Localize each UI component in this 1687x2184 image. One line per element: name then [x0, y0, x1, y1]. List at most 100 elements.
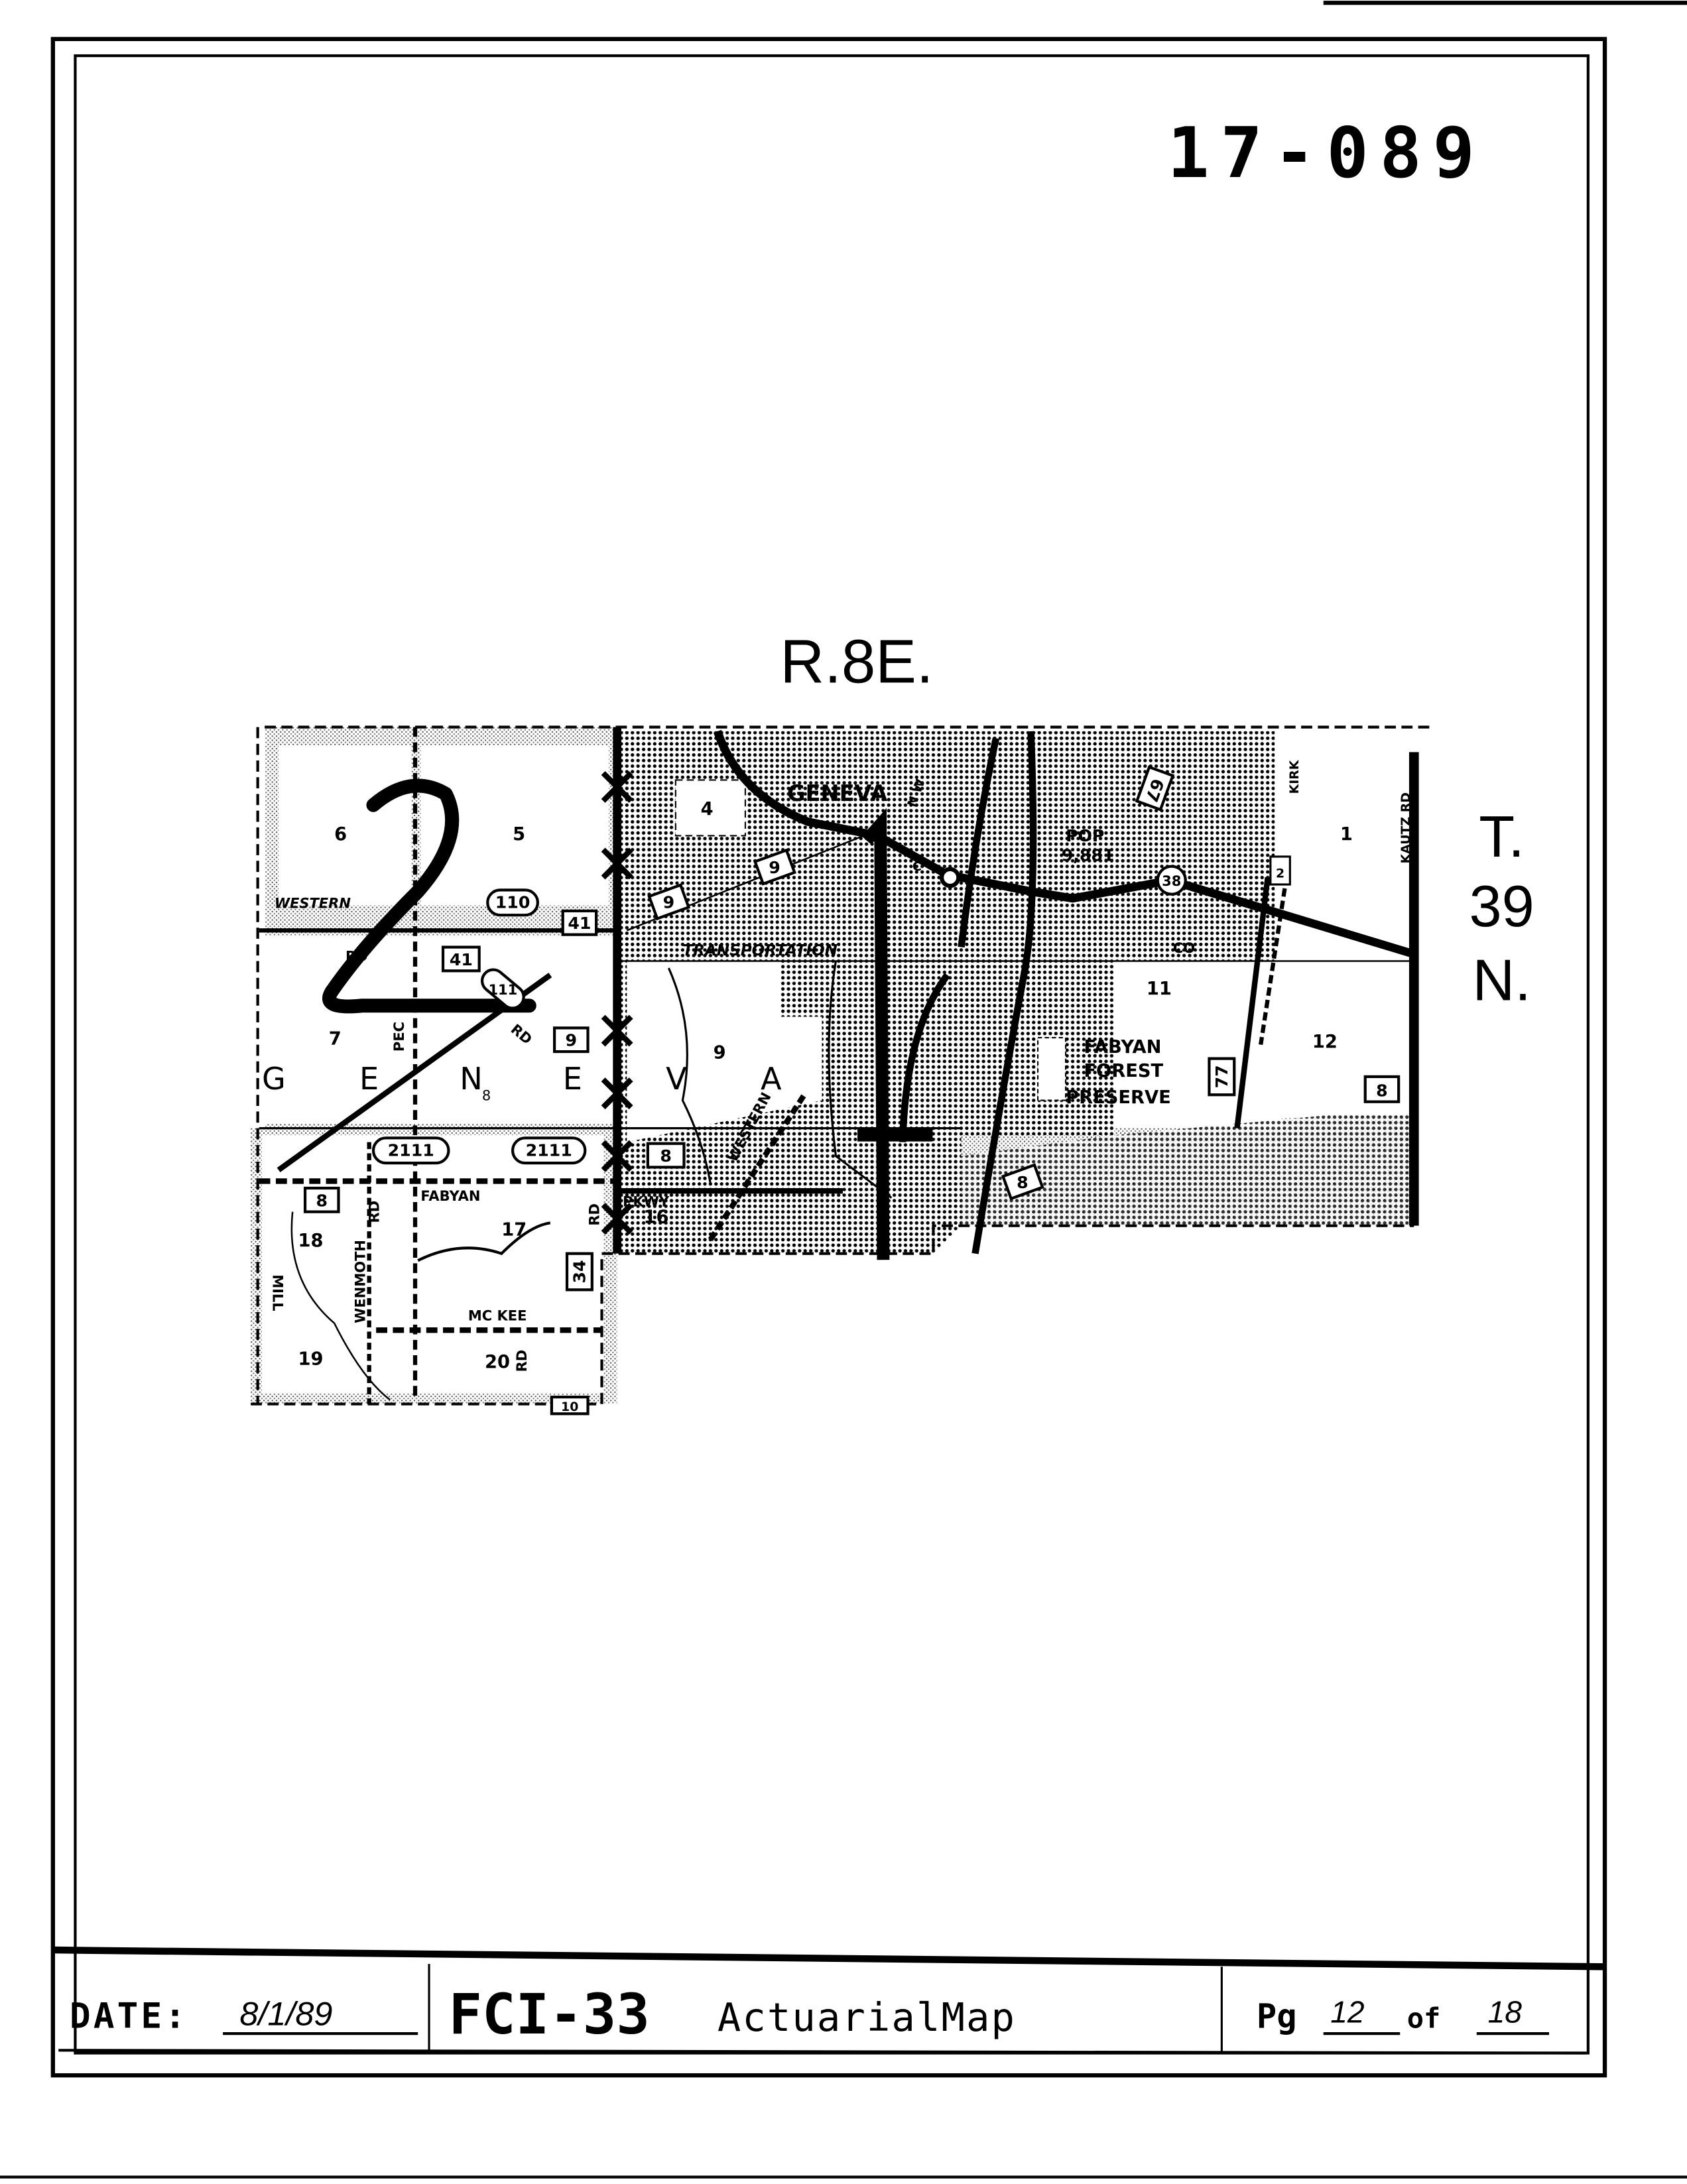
shield-77: 77 [1208, 1057, 1236, 1097]
preserve-line-1: FABYAN [1084, 1037, 1161, 1058]
shield-2: 2 [1269, 855, 1291, 886]
township-map: 6 5 4 1 7 9 11 12 16 17 18 19 20 10 GENE… [251, 725, 1435, 1416]
road-rd-5: RD [514, 1350, 530, 1372]
road-western-top: WESTERN [275, 896, 351, 912]
shield-number: 41 [568, 914, 591, 933]
range-label: R.8E. [780, 627, 933, 696]
section-11: 11 [1147, 979, 1172, 999]
population-value: 9,881 [1062, 845, 1115, 865]
section-5: 5 [513, 824, 525, 845]
oval-shield-111: 111 [480, 968, 525, 1010]
shield-number: 8 [660, 1146, 672, 1166]
township-line-2: 39 [1469, 873, 1534, 939]
shaded-area-south [961, 1114, 1414, 1226]
township-line-1: T. [1479, 804, 1525, 869]
shield-number: 77 [1212, 1065, 1231, 1088]
road-c: C [912, 859, 922, 874]
shield-number: 110 [495, 893, 531, 912]
township-line-3: N. [1472, 947, 1531, 1012]
shield-number: 8 [1376, 1081, 1388, 1100]
shield-number: 8 [316, 1191, 328, 1210]
handwritten-2 [322, 778, 536, 1014]
shield-number: 34 [570, 1260, 589, 1283]
oval-shield-2111b: 2111 [511, 1136, 587, 1165]
shield-9b: 9 [647, 883, 691, 921]
route-shields: 41 41 9 9 9 8 8 8 8 34 77 67 2 10 110 21… [303, 765, 1401, 1416]
shield-number: 41 [450, 950, 473, 969]
map-boundary [251, 725, 1435, 1406]
shield-41a: 41 [561, 909, 598, 936]
township-letter-g: G [262, 1061, 286, 1097]
road-kirk: KIRK [1287, 759, 1302, 794]
shield-number: 2111 [526, 1141, 572, 1160]
oval-shield-2111a: 2111 [371, 1136, 450, 1165]
road-mckee: MC KEE [468, 1308, 527, 1324]
shield-9c: 9 [552, 1026, 590, 1054]
township-letter-8: 8 [482, 1088, 491, 1104]
township-letter-e2: E [563, 1061, 582, 1097]
document-number: 17-089 [1167, 113, 1485, 194]
shield-number: 9 [663, 893, 675, 912]
township-letter-a: A [761, 1061, 782, 1097]
road-fabyan: FABYAN [420, 1188, 480, 1204]
handwritten-1 [857, 808, 933, 1260]
preserve-line-2: FOREST [1084, 1061, 1163, 1081]
section-16: 16 [644, 1207, 669, 1227]
shield-number: 111 [488, 982, 517, 998]
x-marks [601, 770, 633, 1235]
population-label: POP [1066, 826, 1104, 845]
shield-number: 9 [566, 1031, 578, 1050]
road-pkwy: PKWY [623, 1193, 670, 1209]
shield-34: 34 [565, 1252, 594, 1292]
date-label: DATE: [70, 1996, 188, 2037]
shield-number: 10 [561, 1400, 578, 1414]
date-value: 8/1/89 [239, 1994, 332, 2032]
shield-number: 2111 [388, 1141, 434, 1160]
shield-41b: 41 [441, 945, 481, 973]
section-4-block [674, 779, 746, 837]
shield-8a: 8 [646, 1142, 686, 1169]
roads [259, 727, 1419, 1404]
road-kautz: KAUTZ RD [1399, 792, 1413, 863]
section-4: 4 [701, 799, 714, 819]
title-block: DATE: 8/1/89 FCI-33 ActuarialMap Pg 12 o… [52, 1946, 1605, 2055]
section-17: 17 [501, 1219, 527, 1240]
road-wenmoth: WENMOTH [352, 1240, 368, 1323]
shield-number: 9 [769, 858, 781, 877]
shield-8b: 8 [303, 1186, 340, 1213]
preserve-line-3: PRESERVE [1066, 1087, 1171, 1108]
shield-8c: 8 [1001, 1163, 1044, 1201]
section-9: 9 [714, 1043, 726, 1063]
shield-number: 8 [1017, 1173, 1029, 1192]
section-18: 18 [298, 1231, 324, 1251]
junction-circle [939, 867, 961, 888]
township-letter-v: V [666, 1061, 687, 1097]
shield-number: 38 [1162, 873, 1181, 889]
page-total: 18 [1488, 1994, 1523, 2029]
fabyan-preserve-outline [1037, 1037, 1067, 1101]
shield-number: 2 [1276, 866, 1284, 880]
road-mill: MILL [270, 1274, 286, 1311]
oval-shield-110: 110 [486, 888, 539, 917]
section-20: 20 [485, 1352, 510, 1372]
shield-67: 67 [1135, 765, 1175, 812]
township-label: T. 39 N. [1469, 804, 1534, 1012]
page-of-label: of [1407, 2002, 1441, 2035]
road-co: CO [1173, 940, 1195, 956]
road-rd-4: RD [366, 1201, 382, 1223]
section-19: 19 [298, 1349, 324, 1370]
road-transportation: TRANSPORTATION [682, 942, 838, 959]
township-letter-n: N [460, 1061, 483, 1097]
shield-8d: 8 [1363, 1075, 1401, 1103]
circle-shield-38: 38 [1156, 865, 1187, 896]
section-12: 12 [1312, 1032, 1338, 1052]
section-7: 7 [329, 1029, 342, 1050]
road-rd-3: RD [586, 1203, 602, 1226]
road-rd-1: RD [345, 949, 368, 965]
shield-9a: 9 [753, 848, 796, 886]
section-6: 6 [334, 824, 347, 845]
road-pec: PEC [391, 1022, 407, 1052]
shield-10: 10 [550, 1395, 590, 1416]
township-letter-e1: E [359, 1061, 379, 1097]
